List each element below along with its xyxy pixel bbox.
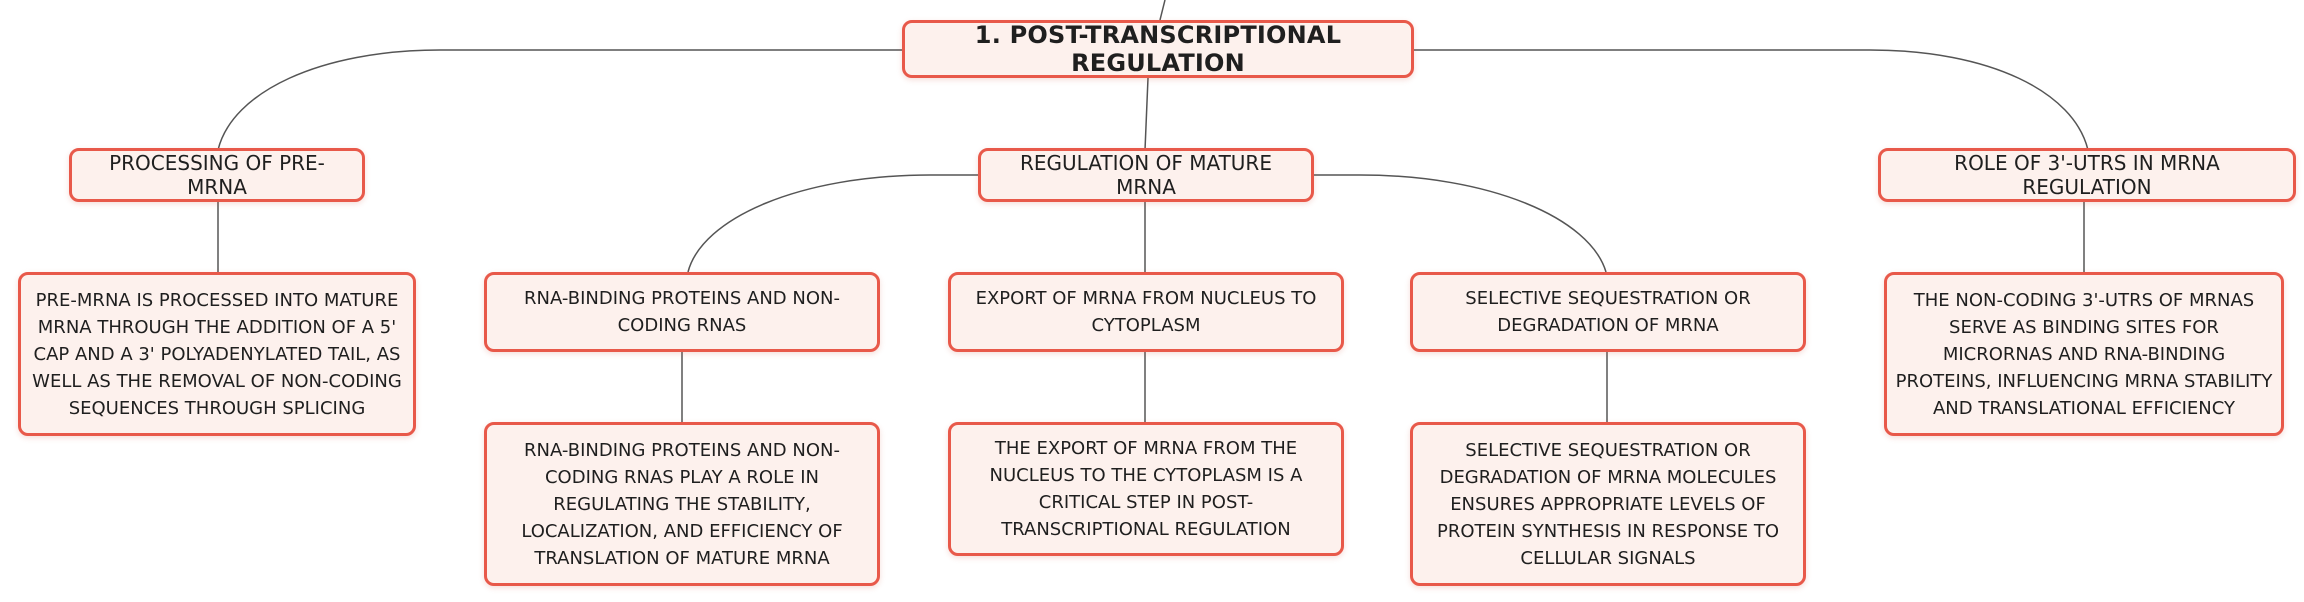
branch-label: REGULATION OF MATURE MRNA xyxy=(1020,151,1272,199)
connector-mature-rbp xyxy=(687,174,980,273)
subtopic-label: SELECTIVE SEQUESTRATION OR DEGRADATION O… xyxy=(1465,288,1751,336)
connector-root-role xyxy=(1408,49,2089,151)
detail-text: THE EXPORT OF MRNA FROM THE NUCLEUS TO T… xyxy=(989,438,1303,540)
branch-role-3utrs[interactable]: ROLE OF 3'-UTRS IN MRNA REGULATION xyxy=(1878,148,2296,202)
detail-text: SELECTIVE SEQUESTRATION OR DEGRADATION O… xyxy=(1436,439,1780,569)
connector-root-processing xyxy=(217,49,908,151)
detail-text: THE NON-CODING 3'-UTRS OF MRNAS SERVE AS… xyxy=(1895,289,2273,419)
detail-processing-pre-mrna[interactable]: PRE-MRNA IS PROCESSED INTO MATURE MRNA T… xyxy=(18,272,416,436)
subtopic-label: EXPORT OF MRNA FROM NUCLEUS TO CYTOPLASM xyxy=(975,288,1317,336)
detail-mrna-export[interactable]: THE EXPORT OF MRNA FROM THE NUCLEUS TO T… xyxy=(948,422,1344,556)
branch-processing-pre-mrna[interactable]: PROCESSING OF PRE-MRNA xyxy=(69,148,365,202)
subtopic-label: RNA-BINDING PROTEINS AND NON-CODING RNAS xyxy=(524,288,840,336)
detail-role-3utrs[interactable]: THE NON-CODING 3'-UTRS OF MRNAS SERVE AS… xyxy=(1884,272,2284,436)
branch-regulation-mature-mrna[interactable]: REGULATION OF MATURE MRNA xyxy=(978,148,1314,202)
subtopic-mrna-export[interactable]: EXPORT OF MRNA FROM NUCLEUS TO CYTOPLASM xyxy=(948,272,1344,352)
subtopic-selective-sequestration[interactable]: SELECTIVE SEQUESTRATION OR DEGRADATION O… xyxy=(1410,272,1806,352)
subtopic-rna-binding-proteins[interactable]: RNA-BINDING PROTEINS AND NON-CODING RNAS xyxy=(484,272,880,352)
connector-to-parent xyxy=(1159,0,1166,21)
detail-text: RNA-BINDING PROTEINS AND NON-CODING RNAS… xyxy=(521,439,843,569)
root-node[interactable]: 1. POST-TRANSCRIPTIONAL REGULATION xyxy=(902,20,1414,78)
detail-rna-binding-proteins[interactable]: RNA-BINDING PROTEINS AND NON-CODING RNAS… xyxy=(484,422,880,586)
connector-root-mature xyxy=(1144,77,1149,151)
branch-label: ROLE OF 3'-UTRS IN MRNA REGULATION xyxy=(1954,151,2220,199)
detail-text: PRE-MRNA IS PROCESSED INTO MATURE MRNA T… xyxy=(32,289,402,419)
detail-selective-sequestration[interactable]: SELECTIVE SEQUESTRATION OR DEGRADATION O… xyxy=(1410,422,1806,586)
connector-mature-sequestration xyxy=(1310,174,1607,273)
root-label: 1. POST-TRANSCRIPTIONAL REGULATION xyxy=(974,21,1342,77)
branch-label: PROCESSING OF PRE-MRNA xyxy=(109,151,325,199)
